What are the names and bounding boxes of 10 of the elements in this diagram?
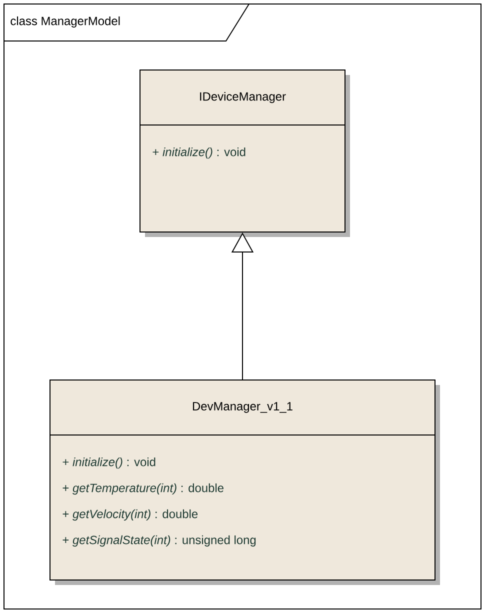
- method-signature: + getSignalState(int) : unsigned long: [62, 535, 256, 547]
- method-signature: + initialize() : void: [62, 457, 156, 469]
- class-box: [50, 380, 440, 585]
- class-name: IDeviceManager: [200, 92, 286, 104]
- diagram-title: class ManagerModel: [10, 16, 120, 28]
- method-signature: + getVelocity(int) : double: [62, 509, 198, 521]
- method-signature: + initialize() : void: [152, 147, 246, 159]
- class-name: DevManager_v1_1: [192, 402, 292, 413]
- method-signature: + getTemperature(int) : double: [62, 483, 224, 495]
- class-box: [140, 70, 350, 237]
